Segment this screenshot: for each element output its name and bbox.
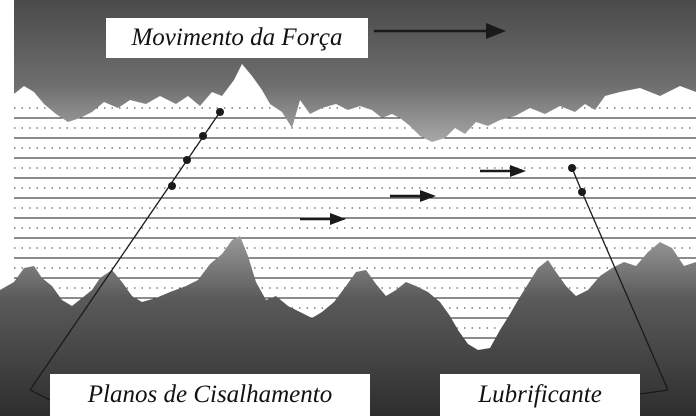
force-direction-arrow <box>374 23 506 39</box>
lubricant-label: Lubrificante <box>440 374 640 416</box>
flow-arrow-top <box>480 165 526 177</box>
force-movement-label: Movimento da Força <box>106 18 368 58</box>
shear-planes-label: Planos de Cisalhamento <box>50 374 370 416</box>
bottom-surface <box>0 236 696 416</box>
flow-arrow-middle <box>390 190 436 202</box>
lubricant-pointer <box>568 164 669 395</box>
flow-arrow-bottom <box>300 213 346 225</box>
shear-planes-pointer <box>29 108 224 401</box>
